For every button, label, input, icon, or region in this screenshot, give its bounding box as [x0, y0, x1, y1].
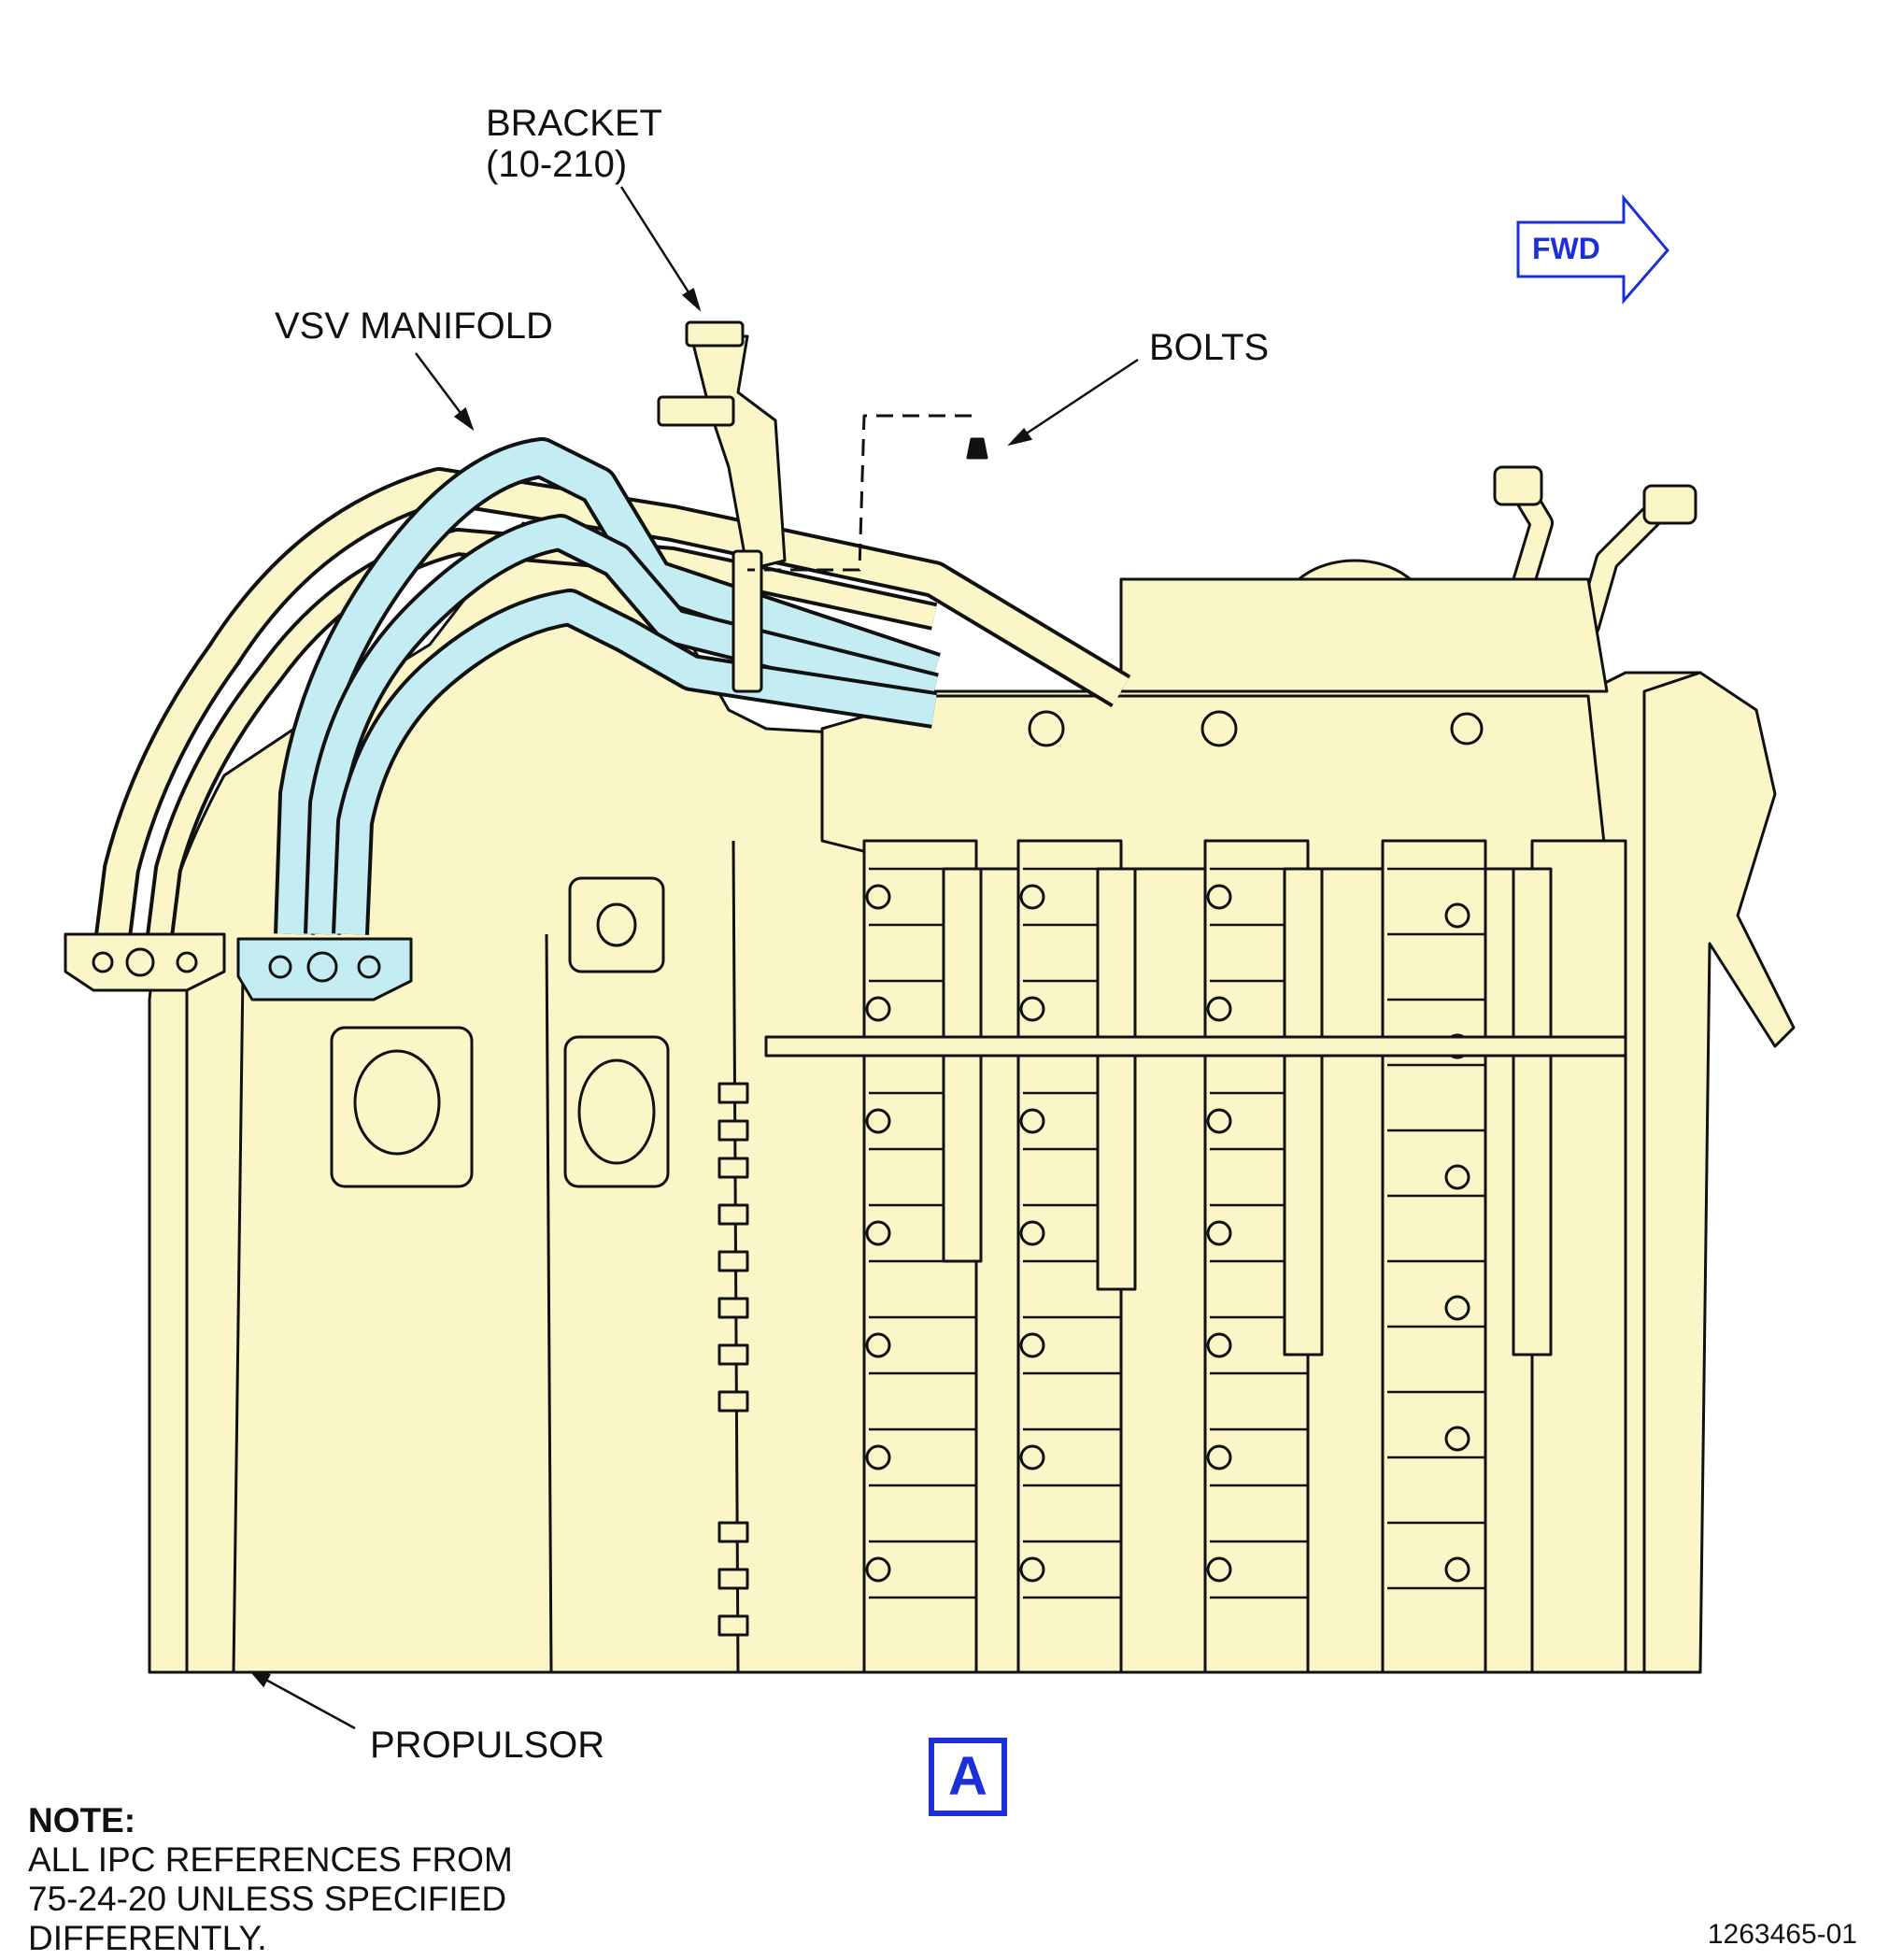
leader-lines — [249, 186, 1139, 1730]
actuation-rods — [942, 867, 1553, 1356]
bracket-name: BRACKET — [486, 103, 662, 144]
shell-rail-3 — [232, 971, 245, 1673]
note-block: NOTE: ALL IPC REFERENCES FROM 75-24-20 U… — [28, 1801, 513, 1958]
vsv-manifold-callout-label: VSV MANIFOLD — [275, 305, 553, 347]
bracket-part — [689, 334, 787, 572]
note-text: ALL IPC REFERENCES FROM 75-24-20 UNLESS … — [28, 1840, 513, 1957]
shell-rail-4 — [545, 933, 553, 1673]
figure-id: 1263465-01 — [1707, 1919, 1857, 1950]
vsv-manifold-tubes — [274, 437, 941, 935]
bolt-symbol — [966, 437, 988, 460]
bracket-clamp — [731, 549, 763, 693]
propulsor-callout-label: PROPULSOR — [370, 1725, 605, 1766]
bolt-rail — [764, 1035, 1627, 1058]
left-bolt-stack — [717, 1082, 749, 1637]
fwd-label: FWD — [1532, 232, 1600, 265]
top-fitting-1 — [1493, 465, 1543, 506]
top-fitting-2 — [1642, 484, 1697, 525]
bar-hole-1 — [1028, 710, 1065, 747]
right-fitting — [1642, 671, 1796, 1674]
bolts-callout-label: BOLTS — [1149, 327, 1270, 368]
bracket-ref: (10-210) — [486, 144, 628, 185]
fwd-arrow-icon — [1516, 193, 1669, 305]
bracket-callout-label: BRACKET (10-210) — [486, 103, 662, 185]
note-heading: NOTE: — [28, 1801, 136, 1839]
bar-hole-3 — [1450, 712, 1484, 746]
bar-hole-2 — [1200, 710, 1238, 747]
bolt-dashed-path — [747, 414, 972, 572]
pump-body — [1119, 577, 1609, 693]
view-a-label: A — [929, 1738, 1007, 1816]
